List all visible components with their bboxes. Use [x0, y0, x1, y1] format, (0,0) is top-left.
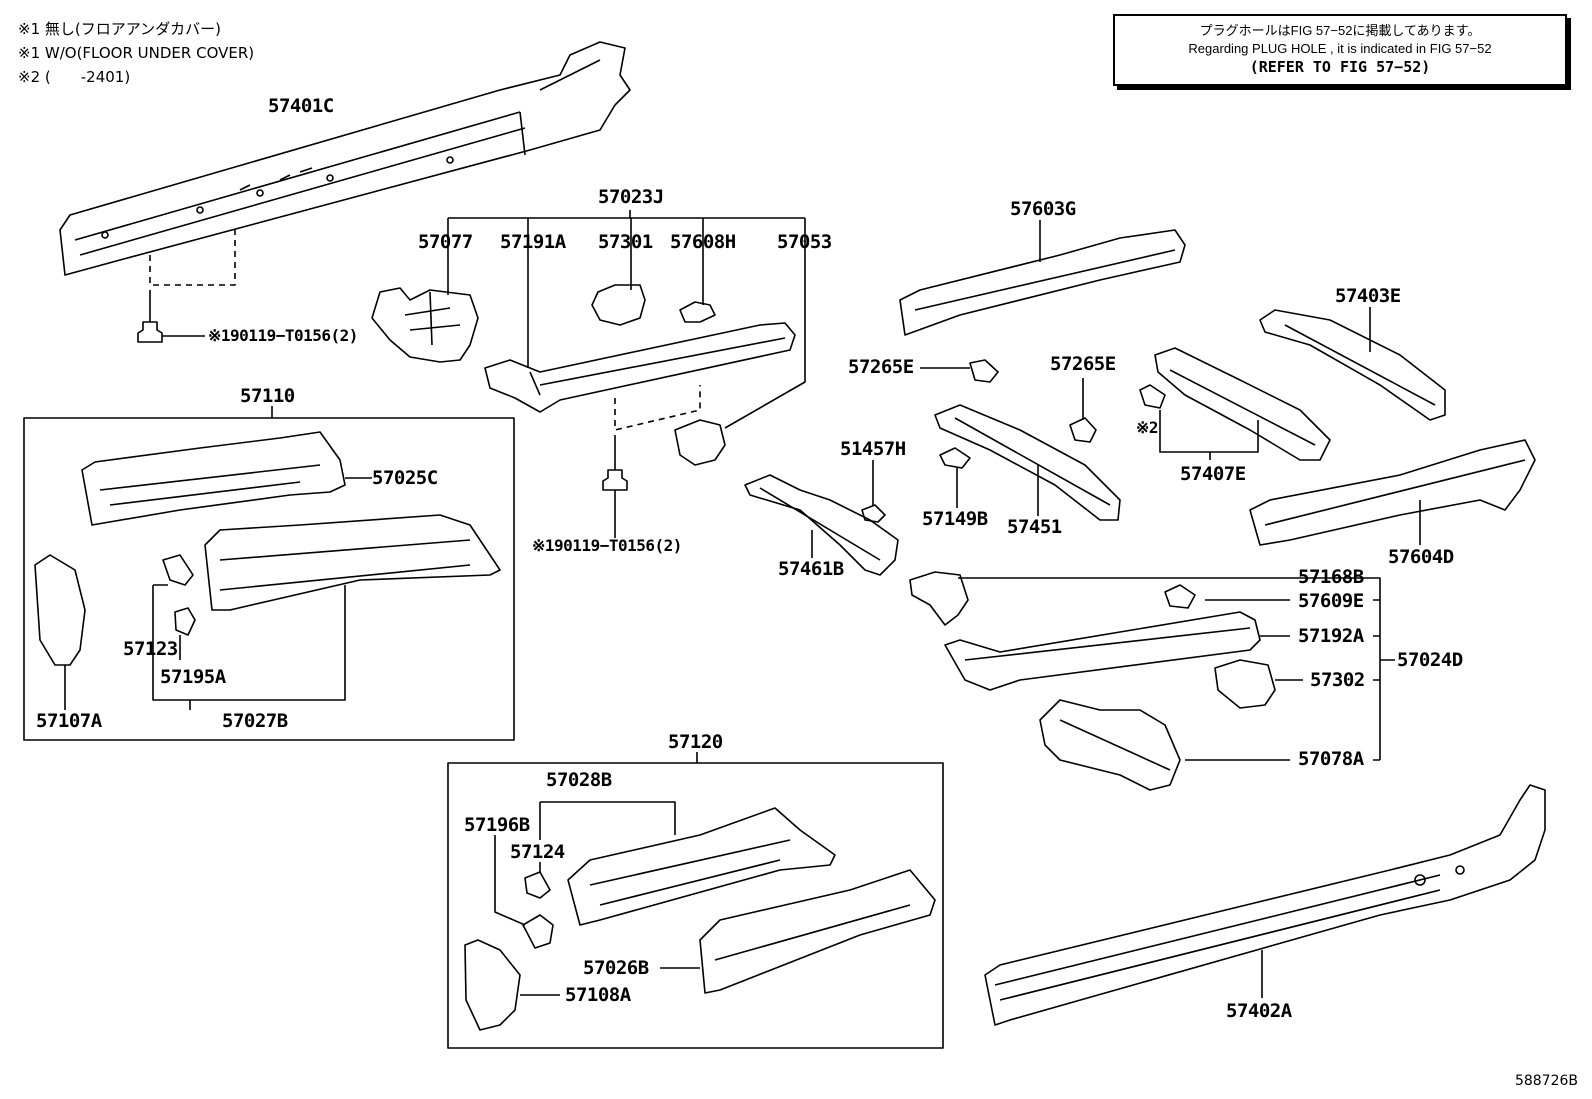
part-57265E-a-drawing — [969, 359, 999, 383]
label-57028B[interactable]: 57028B — [546, 769, 612, 791]
label-51457H[interactable]: 51457H — [840, 438, 906, 460]
label-57302[interactable]: 57302 — [1310, 669, 1365, 691]
part-57451-drawing — [934, 404, 1121, 521]
part-51457H-drawing — [861, 504, 886, 523]
part-57078A-drawing — [1039, 699, 1181, 791]
label-57110[interactable]: 57110 — [240, 385, 295, 407]
label-57451[interactable]: 57451 — [1007, 516, 1062, 538]
label-57401C[interactable]: 57401C — [268, 95, 334, 117]
label-57053[interactable]: 57053 — [777, 231, 832, 253]
part-57195A-drawing — [174, 607, 196, 636]
label-bolt-2[interactable]: ※190119−T0156(2) — [532, 536, 682, 555]
part-57192A-drawing — [944, 611, 1261, 691]
note-2: ※2 ( -2401) — [18, 68, 131, 86]
part-57609E-drawing — [1164, 584, 1196, 609]
note-1-jp: ※1 無し(フロアアンダカバー) — [18, 20, 221, 38]
label-57195A[interactable]: 57195A — [160, 666, 226, 688]
part-57461B-drawing — [744, 474, 899, 576]
label-bolt-1[interactable]: ※190119−T0156(2) — [208, 326, 358, 345]
note-1-en: ※1 W/O(FLOOR UNDER COVER) — [18, 44, 255, 62]
label-note-2: ※2 — [1136, 418, 1159, 437]
figure-id: 588726B — [1514, 1073, 1578, 1089]
label-57023J[interactable]: 57023J — [598, 186, 664, 208]
part-57191A-drawing — [484, 322, 796, 413]
label-57108A[interactable]: 57108A — [565, 984, 631, 1006]
part-57123-drawing — [162, 554, 194, 586]
part-57603G-drawing — [899, 229, 1186, 336]
part-57407E-clip — [1139, 384, 1166, 409]
label-57026B[interactable]: 57026B — [583, 957, 649, 979]
label-57078A[interactable]: 57078A — [1298, 748, 1364, 770]
label-57403E[interactable]: 57403E — [1335, 285, 1401, 307]
label-57191A[interactable]: 57191A — [500, 231, 566, 253]
label-57025C[interactable]: 57025C — [372, 467, 438, 489]
label-57265E-a[interactable]: 57265E — [848, 356, 914, 378]
label-57124[interactable]: 57124 — [510, 841, 565, 863]
part-57407E-drawing — [1154, 347, 1331, 461]
label-57077[interactable]: 57077 — [418, 231, 473, 253]
part-57402A-drawing — [984, 784, 1546, 1026]
reference-en: Regarding PLUG HOLE , it is indicated in… — [1188, 41, 1492, 56]
label-57196B[interactable]: 57196B — [464, 814, 530, 836]
part-57053-drawing — [674, 419, 726, 466]
part-57401C-drawing — [59, 41, 631, 276]
part-57265E-b-drawing — [1069, 417, 1097, 443]
bolt-1-drawing — [137, 321, 205, 343]
bolt-2-drawing — [602, 469, 628, 491]
label-57149B[interactable]: 57149B — [922, 508, 988, 530]
reference-refer[interactable]: (REFER TO FIG 57−52) — [1249, 58, 1431, 76]
label-57461B[interactable]: 57461B — [778, 558, 844, 580]
label-57608H[interactable]: 57608H — [670, 231, 736, 253]
reference-box: プラグホールはFIG 57−52に掲載してあります。 Regarding PLU… — [1113, 14, 1567, 86]
label-57123[interactable]: 57123 — [123, 638, 178, 660]
part-57608H-drawing — [679, 301, 716, 323]
label-57265E-b[interactable]: 57265E — [1050, 353, 1116, 375]
part-57025C-drawing — [81, 431, 346, 526]
part-57124-drawing — [524, 871, 551, 899]
label-57604D[interactable]: 57604D — [1388, 546, 1454, 568]
label-57603G[interactable]: 57603G — [1010, 198, 1076, 220]
label-57120[interactable]: 57120 — [668, 731, 723, 753]
part-57403E-drawing — [1259, 309, 1446, 421]
part-57026B-drawing — [699, 869, 936, 994]
part-57027B-drawing — [204, 514, 501, 611]
label-57301[interactable]: 57301 — [598, 231, 653, 253]
reference-jp: プラグホールはFIG 57−52に掲載してあります。 — [1199, 23, 1481, 38]
part-57196B-drawing — [522, 914, 554, 949]
part-57301-drawing — [591, 284, 646, 326]
part-57302-drawing — [1214, 659, 1276, 709]
part-57108A-drawing — [464, 939, 521, 1031]
label-57402A[interactable]: 57402A — [1226, 1000, 1292, 1022]
label-57107A[interactable]: 57107A — [36, 710, 102, 732]
part-57168B-drawing — [909, 571, 969, 626]
label-57192A[interactable]: 57192A — [1298, 625, 1364, 647]
part-57028B-drawing — [567, 807, 836, 926]
label-57407E[interactable]: 57407E — [1180, 463, 1246, 485]
label-57027B[interactable]: 57027B — [222, 710, 288, 732]
part-57077-drawing — [371, 287, 479, 363]
part-57604D-drawing — [1249, 439, 1536, 546]
label-57609E[interactable]: 57609E — [1298, 590, 1364, 612]
label-57024D[interactable]: 57024D — [1397, 649, 1463, 671]
part-57149B-drawing — [939, 447, 971, 469]
label-57168B[interactable]: 57168B — [1298, 566, 1364, 588]
part-57107A-drawing — [34, 554, 86, 666]
